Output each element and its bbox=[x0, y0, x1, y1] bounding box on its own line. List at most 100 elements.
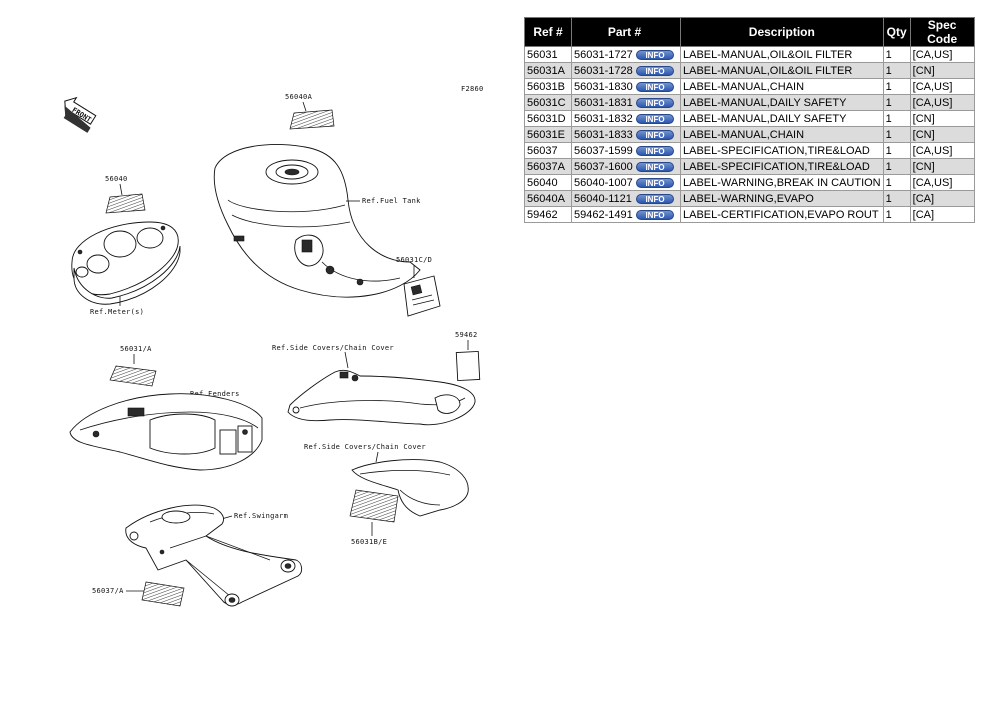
info-button[interactable]: INFO bbox=[636, 113, 674, 124]
cell-description: LABEL-MANUAL,CHAIN bbox=[680, 126, 884, 143]
cell-spec: [CA] bbox=[909, 190, 975, 207]
label-sticker-56031a bbox=[109, 365, 157, 387]
info-button[interactable]: INFO bbox=[636, 97, 674, 108]
part-number: 56040-1121 bbox=[574, 192, 632, 205]
cell-qty: 1 bbox=[882, 94, 911, 111]
part-number: 56031-1728 bbox=[574, 64, 633, 77]
callout-56037a: 56037/A bbox=[92, 587, 124, 595]
cell-part: 56040-1121 INFO bbox=[571, 190, 681, 207]
part-number: 56031-1832 bbox=[574, 112, 633, 125]
cell-spec: [CA,US] bbox=[909, 46, 975, 63]
table-header-row: Ref # Part # Description Qty Spec Code bbox=[524, 17, 975, 47]
callout-56031cd: 56031C/D bbox=[396, 256, 432, 264]
cell-spec: [CN] bbox=[909, 110, 975, 127]
callout-56031a: 56031/A bbox=[120, 345, 152, 353]
part-number: 56040-1007 bbox=[574, 176, 633, 189]
cell-spec: [CA,US] bbox=[909, 174, 975, 191]
parts-diagram: F2860 FRONT 56040A Ref.Fuel Tank 56031C/… bbox=[63, 85, 484, 607]
diagram-code: F2860 bbox=[461, 85, 484, 93]
part-number: 56037-1599 bbox=[574, 144, 633, 157]
info-button[interactable]: INFO bbox=[636, 161, 674, 172]
ref-side-covers-2: Ref.Side Covers/Chain Cover bbox=[304, 443, 426, 451]
label-sticker-56031cd bbox=[403, 275, 441, 317]
info-button[interactable]: INFO bbox=[636, 129, 674, 140]
cell-qty: 1 bbox=[882, 206, 911, 223]
cell-spec: [CN] bbox=[909, 62, 975, 79]
part-number: 56031-1831 bbox=[574, 96, 633, 109]
cell-ref: 59462 bbox=[524, 206, 572, 223]
header-spec-code: Spec Code bbox=[909, 17, 975, 47]
cell-qty: 1 bbox=[882, 158, 911, 175]
cell-qty: 1 bbox=[882, 78, 911, 95]
cell-description: LABEL-MANUAL,CHAIN bbox=[680, 78, 884, 95]
label-sticker-56040a bbox=[289, 109, 335, 130]
label-sticker-59462 bbox=[455, 350, 481, 382]
part-number: 56031-1830 bbox=[574, 80, 633, 93]
info-button[interactable]: INFO bbox=[636, 177, 674, 188]
part-number: 56037-1600 bbox=[574, 160, 633, 173]
swingarm bbox=[125, 504, 303, 607]
cell-spec: [CA,US] bbox=[909, 142, 975, 159]
cell-description: LABEL-CERTIFICATION,EVAPO ROUT bbox=[680, 206, 884, 223]
cell-ref: 56031D bbox=[524, 110, 572, 127]
header-ref: Ref # bbox=[524, 17, 572, 47]
label-sticker-56040 bbox=[105, 193, 146, 214]
part-number: 56031-1727 bbox=[574, 48, 633, 61]
callout-56040a: 56040A bbox=[285, 93, 313, 101]
cell-description: LABEL-WARNING,EVAPO bbox=[680, 190, 884, 207]
cell-description: LABEL-MANUAL,OIL&OIL FILTER bbox=[680, 46, 884, 63]
callout-59462: 59462 bbox=[455, 331, 478, 339]
info-button[interactable]: INFO bbox=[636, 209, 674, 220]
header-description: Description bbox=[680, 17, 884, 47]
rear-fender bbox=[69, 393, 263, 471]
ref-swingarm: Ref.Swingarm bbox=[234, 512, 288, 520]
ref-meters: Ref.Meter(s) bbox=[90, 308, 144, 316]
info-button[interactable]: INFO bbox=[636, 81, 674, 92]
table-row: 56040A 56040-1121 INFO LABEL-WARNING,EVAP… bbox=[524, 190, 975, 207]
cell-qty: 1 bbox=[882, 62, 911, 79]
cell-spec: [CA,US] bbox=[909, 94, 975, 111]
ref-fuel-tank: Ref.Fuel Tank bbox=[362, 197, 421, 205]
cell-qty: 1 bbox=[882, 190, 911, 207]
label-sticker-56037a bbox=[141, 581, 185, 607]
part-number: 56031-1833 bbox=[574, 128, 633, 141]
info-button[interactable]: INFO bbox=[636, 193, 674, 204]
header-qty: Qty bbox=[882, 17, 911, 47]
front-arrow-icon: FRONT bbox=[63, 96, 97, 133]
cell-ref: 56031C bbox=[524, 94, 572, 111]
info-button[interactable]: INFO bbox=[636, 65, 674, 76]
cell-ref: 56031B bbox=[524, 78, 572, 95]
callout-56031be: 56031B/E bbox=[351, 538, 387, 546]
cell-qty: 1 bbox=[882, 126, 911, 143]
cell-description: LABEL-SPECIFICATION,TIRE&LOAD bbox=[680, 142, 884, 159]
cell-spec: [CN] bbox=[909, 158, 975, 175]
chain-cover bbox=[351, 459, 469, 517]
cell-ref: 56040A bbox=[524, 190, 572, 207]
cell-qty: 1 bbox=[882, 142, 911, 159]
cell-qty: 1 bbox=[882, 110, 911, 127]
cell-ref: 56031A bbox=[524, 62, 572, 79]
fuel-tank bbox=[213, 144, 421, 298]
header-part: Part # bbox=[571, 17, 681, 47]
info-button[interactable]: INFO bbox=[636, 145, 674, 156]
cell-description: LABEL-MANUAL,OIL&OIL FILTER bbox=[680, 62, 884, 79]
info-button[interactable]: INFO bbox=[636, 49, 674, 60]
